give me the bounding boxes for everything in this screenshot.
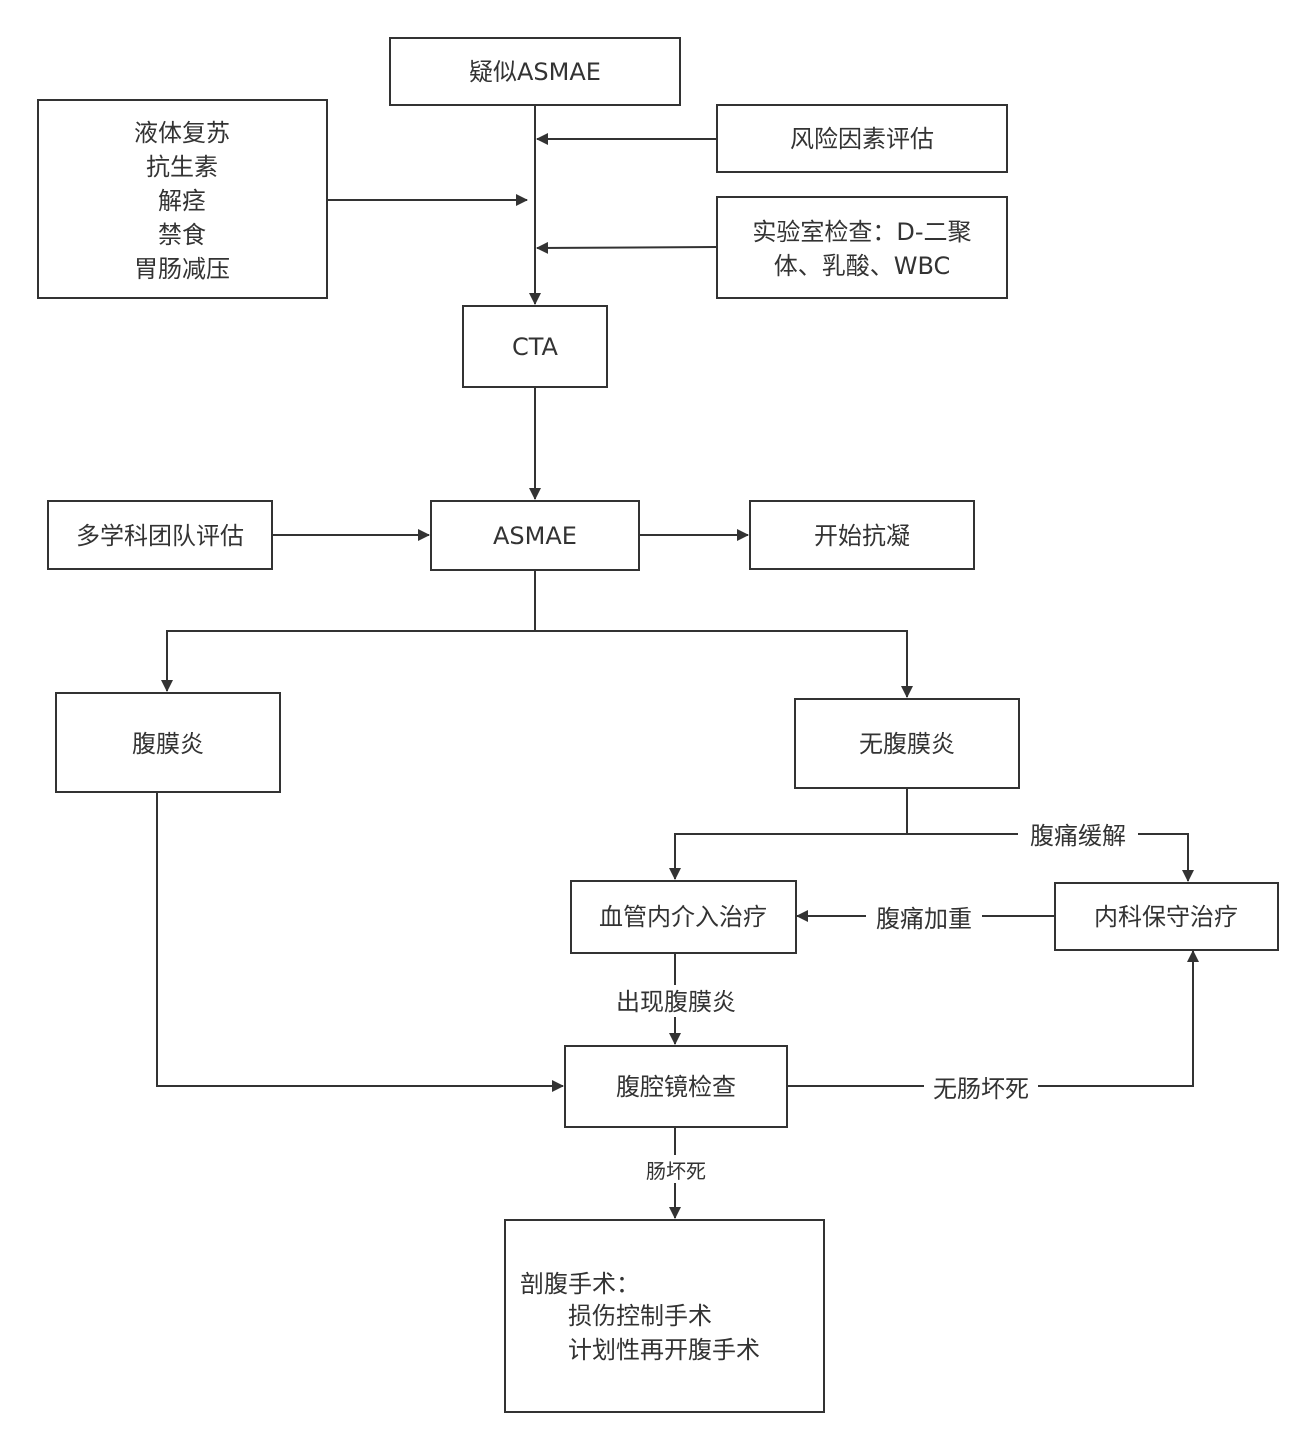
node-no-peritonitis: 无腹膜炎 <box>794 698 1020 789</box>
node-laparoscopy-label: 腹腔镜检查 <box>616 1073 736 1101</box>
node-anticoagulation: 开始抗凝 <box>749 500 975 570</box>
edge-laparoscopy-to-conservative <box>787 950 1199 1087</box>
node-mdt-label: 多学科团队评估 <box>76 522 244 550</box>
lab-line-1: 实验室检查：D-二聚 <box>752 218 971 246</box>
edge-peritonitis-to-laparoscopy <box>156 792 564 1092</box>
laparotomy-title: 剖腹手术： <box>520 1270 640 1298</box>
node-cta-label: CTA <box>512 333 559 361</box>
node-laparoscopy: 腹腔镜检查 <box>564 1045 788 1128</box>
edge-no-peritonitis-to-endovascular <box>669 788 908 880</box>
edge-no-peritonitis-to-conservative <box>907 833 1194 882</box>
node-risk-assessment: 风险因素评估 <box>716 104 1008 173</box>
node-laparotomy: 剖腹手术： 损伤控制手术 计划性再开腹手术 <box>504 1219 825 1413</box>
edge-lab-to-trunk <box>536 241 718 254</box>
label-necrosis: 肠坏死 <box>646 1159 706 1183</box>
laparotomy-item-1: 损伤控制手术 <box>568 1302 712 1330</box>
supportive-line-1: 液体复苏 <box>134 119 230 147</box>
laparotomy-item-2: 计划性再开腹手术 <box>568 1336 760 1364</box>
node-peritonitis-label: 腹膜炎 <box>132 730 204 758</box>
label-peritonitis-appears: 出现腹膜炎 <box>616 988 736 1016</box>
node-asmae: ASMAE <box>430 500 640 571</box>
node-asmae-label: ASMAE <box>493 522 577 550</box>
node-cta: CTA <box>462 305 608 388</box>
supportive-line-2: 抗生素 <box>146 153 218 181</box>
edge-asmae-to-no-peritonitis <box>535 630 913 698</box>
node-suspect-asmae-label: 疑似ASMAE <box>469 58 601 86</box>
node-mdt: 多学科团队评估 <box>47 500 273 570</box>
label-pain-relief: 腹痛缓解 <box>1030 822 1126 850</box>
node-conservative-label: 内科保守治疗 <box>1094 903 1238 931</box>
node-risk-assessment-label: 风险因素评估 <box>790 125 934 153</box>
node-conservative: 内科保守治疗 <box>1054 882 1279 951</box>
node-anticoagulation-label: 开始抗凝 <box>814 522 910 550</box>
edge-labels: 腹痛缓解 腹痛加重 出现腹膜炎 无肠坏死 肠坏死 <box>605 820 1138 1183</box>
supportive-line-4: 禁食 <box>158 221 206 249</box>
node-suspect-asmae: 疑似ASMAE <box>389 37 681 106</box>
node-endovascular: 血管内介入治疗 <box>570 880 797 954</box>
node-peritonitis: 腹膜炎 <box>55 692 281 793</box>
lab-line-2: 体、乳酸、WBC <box>774 252 951 280</box>
node-supportive-care: 液体复苏 抗生素 解痉 禁食 胃肠减压 <box>37 99 328 299</box>
label-no-necrosis: 无肠坏死 <box>933 1075 1029 1103</box>
label-pain-worse: 腹痛加重 <box>876 905 972 933</box>
node-no-peritonitis-label: 无腹膜炎 <box>859 730 955 758</box>
node-lab-tests: 实验室检查：D-二聚 体、乳酸、WBC <box>716 196 1008 299</box>
node-endovascular-label: 血管内介入治疗 <box>599 903 767 931</box>
supportive-line-3: 解痉 <box>158 187 206 215</box>
edge-asmae-to-peritonitis <box>161 570 536 692</box>
supportive-line-5: 胃肠减压 <box>134 255 230 283</box>
